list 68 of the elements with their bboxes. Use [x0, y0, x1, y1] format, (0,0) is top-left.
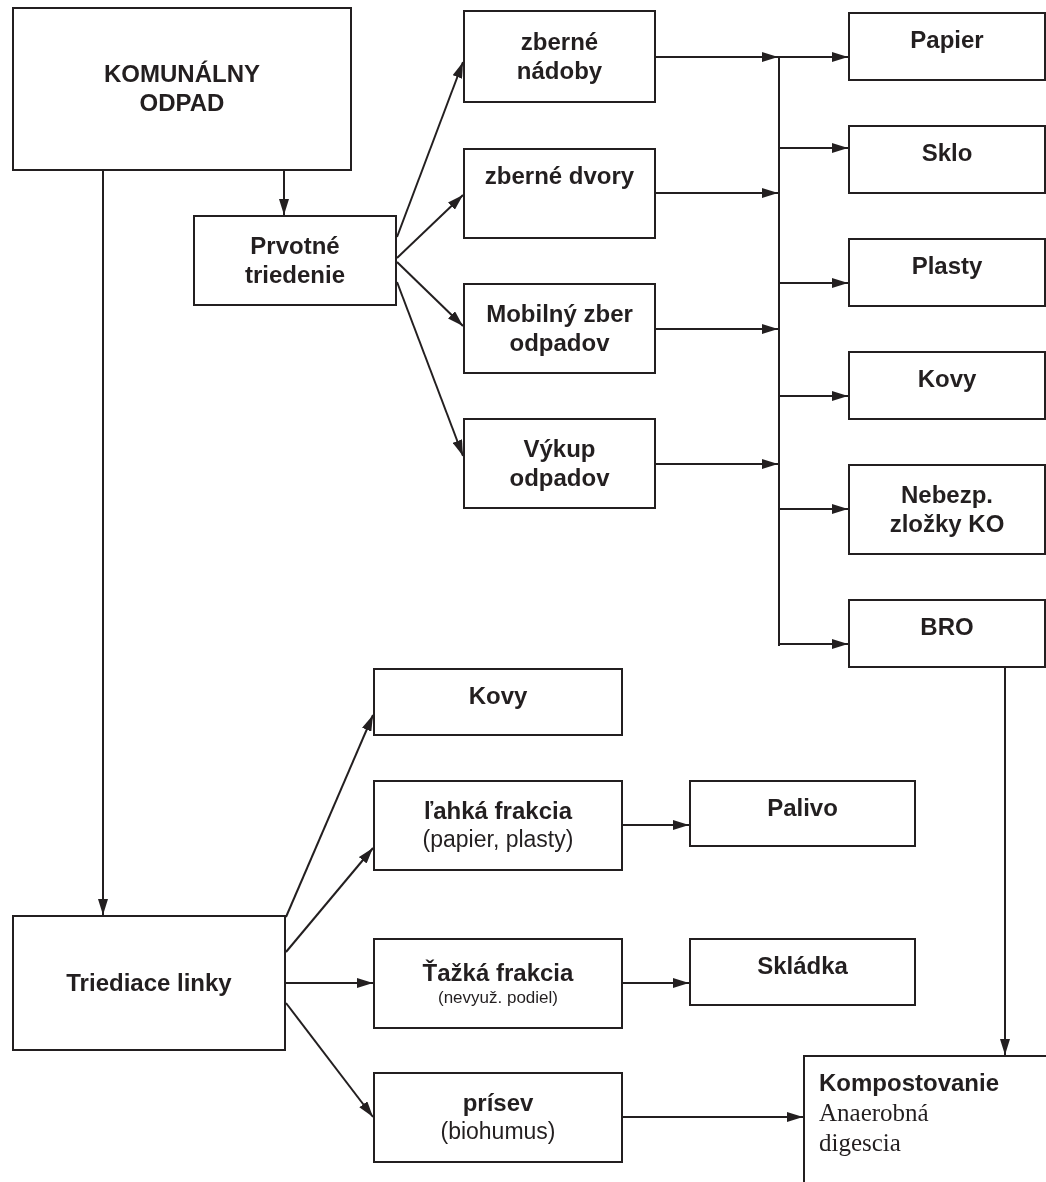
- process-box: [848, 125, 1046, 194]
- arrow: [622, 1112, 804, 1122]
- arrow: [655, 459, 779, 469]
- node-label: Kompostovanie: [819, 1069, 1000, 1098]
- process-box: [193, 215, 397, 306]
- node-sublabel: (papier, plasty): [422, 826, 574, 854]
- arrow: [396, 281, 464, 457]
- arrow: [396, 194, 464, 259]
- node-sublabel: (biohumus): [440, 1118, 556, 1146]
- node-label: Prvotné triedenie: [244, 231, 346, 290]
- process-box: [463, 418, 656, 509]
- node-label: BRO: [920, 613, 974, 642]
- node-label: Ťažká frakcia: [422, 958, 574, 988]
- node-label: Kovy: [917, 365, 977, 394]
- process-box: [848, 12, 1046, 81]
- node-label: Papier: [910, 26, 984, 55]
- process-box: [848, 238, 1046, 307]
- process-box: [803, 1055, 1046, 1182]
- node-label: Kovy: [468, 682, 528, 711]
- node-label: zberné nádoby: [515, 27, 604, 86]
- arrow: [279, 170, 289, 216]
- node-label: ľahká frakcia: [424, 797, 572, 827]
- process-box: [373, 668, 623, 736]
- node-label: Palivo: [767, 794, 838, 823]
- process-box: [848, 599, 1046, 668]
- arrow: [779, 391, 849, 401]
- process-box: [848, 464, 1046, 555]
- arrow: [655, 188, 779, 198]
- node-label: zberné dvory: [484, 162, 635, 191]
- node-label: Výkup odpadov: [508, 434, 611, 493]
- arrow: [655, 324, 779, 334]
- process-box: [848, 351, 1046, 420]
- arrow: [285, 847, 374, 953]
- node-sublabel: Anaerobná digescia: [819, 1097, 930, 1158]
- arrow: [98, 170, 108, 916]
- arrow: [1000, 667, 1010, 1056]
- arrow: [285, 978, 374, 988]
- arrow: [779, 639, 849, 649]
- arrow: [779, 143, 849, 153]
- arrow: [285, 714, 374, 918]
- arrow: [285, 1002, 374, 1118]
- process-box: [689, 780, 916, 847]
- node-sublabel: (nevyuž. podiel): [438, 987, 558, 1009]
- arrow: [779, 52, 849, 62]
- node-label: KOMUNÁLNY ODPAD: [103, 60, 261, 118]
- process-box: [373, 780, 623, 871]
- process-box: [12, 7, 352, 171]
- process-box: [689, 938, 916, 1006]
- arrow: [655, 52, 779, 62]
- node-label: Triediace linky: [66, 968, 232, 998]
- arrow: [396, 261, 464, 327]
- node-label: prísev: [462, 1089, 534, 1119]
- arrow: [779, 278, 849, 288]
- process-box: [463, 10, 656, 103]
- process-box: [373, 1072, 623, 1163]
- node-label: Plasty: [911, 252, 983, 281]
- arrow: [779, 504, 849, 514]
- process-box: [12, 915, 286, 1051]
- process-box: [463, 283, 656, 374]
- node-label: Nebezp. zložky KO: [888, 480, 1006, 539]
- process-box: [373, 938, 623, 1029]
- arrow: [622, 820, 690, 830]
- node-label: Sklo: [921, 139, 973, 168]
- node-label: Mobilný zber odpadov: [485, 299, 634, 358]
- arrow: [622, 978, 690, 988]
- process-box: [463, 148, 656, 239]
- node-label: Skládka: [757, 952, 848, 981]
- arrow: [396, 61, 464, 238]
